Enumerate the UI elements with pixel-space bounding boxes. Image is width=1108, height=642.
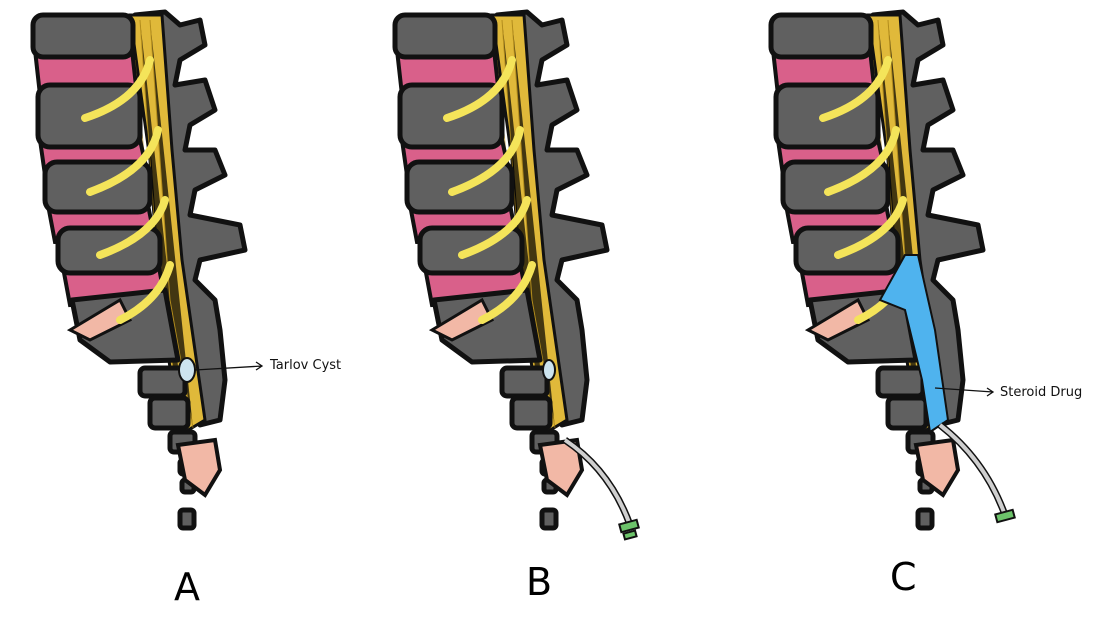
- panel-a-spine: [33, 12, 264, 528]
- steroid-drug-label: Steroid Drug: [1000, 385, 1083, 400]
- arrow-icon: [934, 387, 995, 397]
- panel-c-spine: [771, 12, 1016, 528]
- steroid-drug-fluid: [878, 254, 950, 434]
- arrow-icon: [194, 361, 264, 371]
- panel-c-label: C: [890, 555, 917, 599]
- needle-icon: [563, 437, 640, 541]
- tarlov-cyst-label: Tarlov Cyst: [270, 358, 342, 373]
- panel-b-label: B: [526, 560, 553, 604]
- panel-b-spine: [395, 12, 640, 541]
- tarlov-cyst: [178, 357, 196, 383]
- needle-icon: [937, 422, 1016, 524]
- panel-a-label: A: [174, 565, 200, 609]
